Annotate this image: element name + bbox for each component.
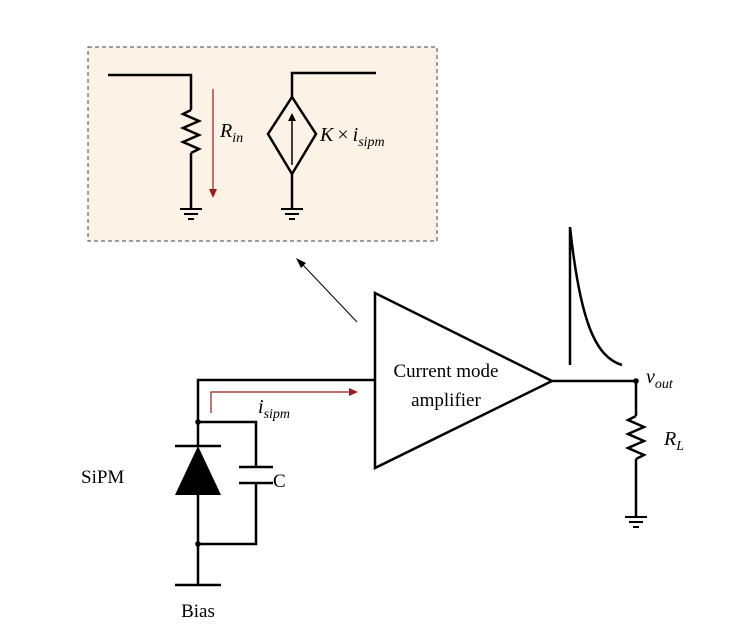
amplifier-label-line2: amplifier (411, 390, 481, 411)
input-wire (196, 378, 375, 467)
isipm-label: isipm (258, 396, 290, 422)
junction-dot-top (195, 419, 201, 425)
vout-node-dot (633, 378, 639, 384)
output-pulse-waveform (568, 226, 623, 367)
vout-label: vout (646, 366, 674, 392)
inset-left-ground-icon (180, 208, 202, 220)
sipm-diode (175, 422, 221, 585)
capacitor-label: C (273, 471, 286, 492)
inset-right-ground-icon (281, 208, 303, 220)
rin-label: Rin (219, 120, 243, 146)
amplifier-label-line1: Current mode (393, 361, 498, 382)
source-gain-label: K×isipm (319, 124, 385, 150)
rl-label: RL (663, 428, 684, 454)
inset-input-resistance (108, 73, 203, 209)
output-ground-icon (625, 516, 647, 528)
bias-label: Bias (181, 601, 215, 622)
inset-equivalent-model-box (87, 46, 438, 242)
sipm-current-arrow (210, 388, 358, 413)
output-wire (552, 379, 638, 416)
inset-dependent-current-source (266, 71, 376, 209)
load-resistor (624, 414, 648, 516)
source-direction-arrow (288, 113, 296, 165)
zoom-arrow (296, 258, 358, 323)
input-resistance-current-arrow (209, 89, 217, 198)
sipm-label: SiPM (81, 467, 124, 488)
junction-dot-bottom (195, 541, 201, 547)
capacitor (198, 465, 273, 546)
